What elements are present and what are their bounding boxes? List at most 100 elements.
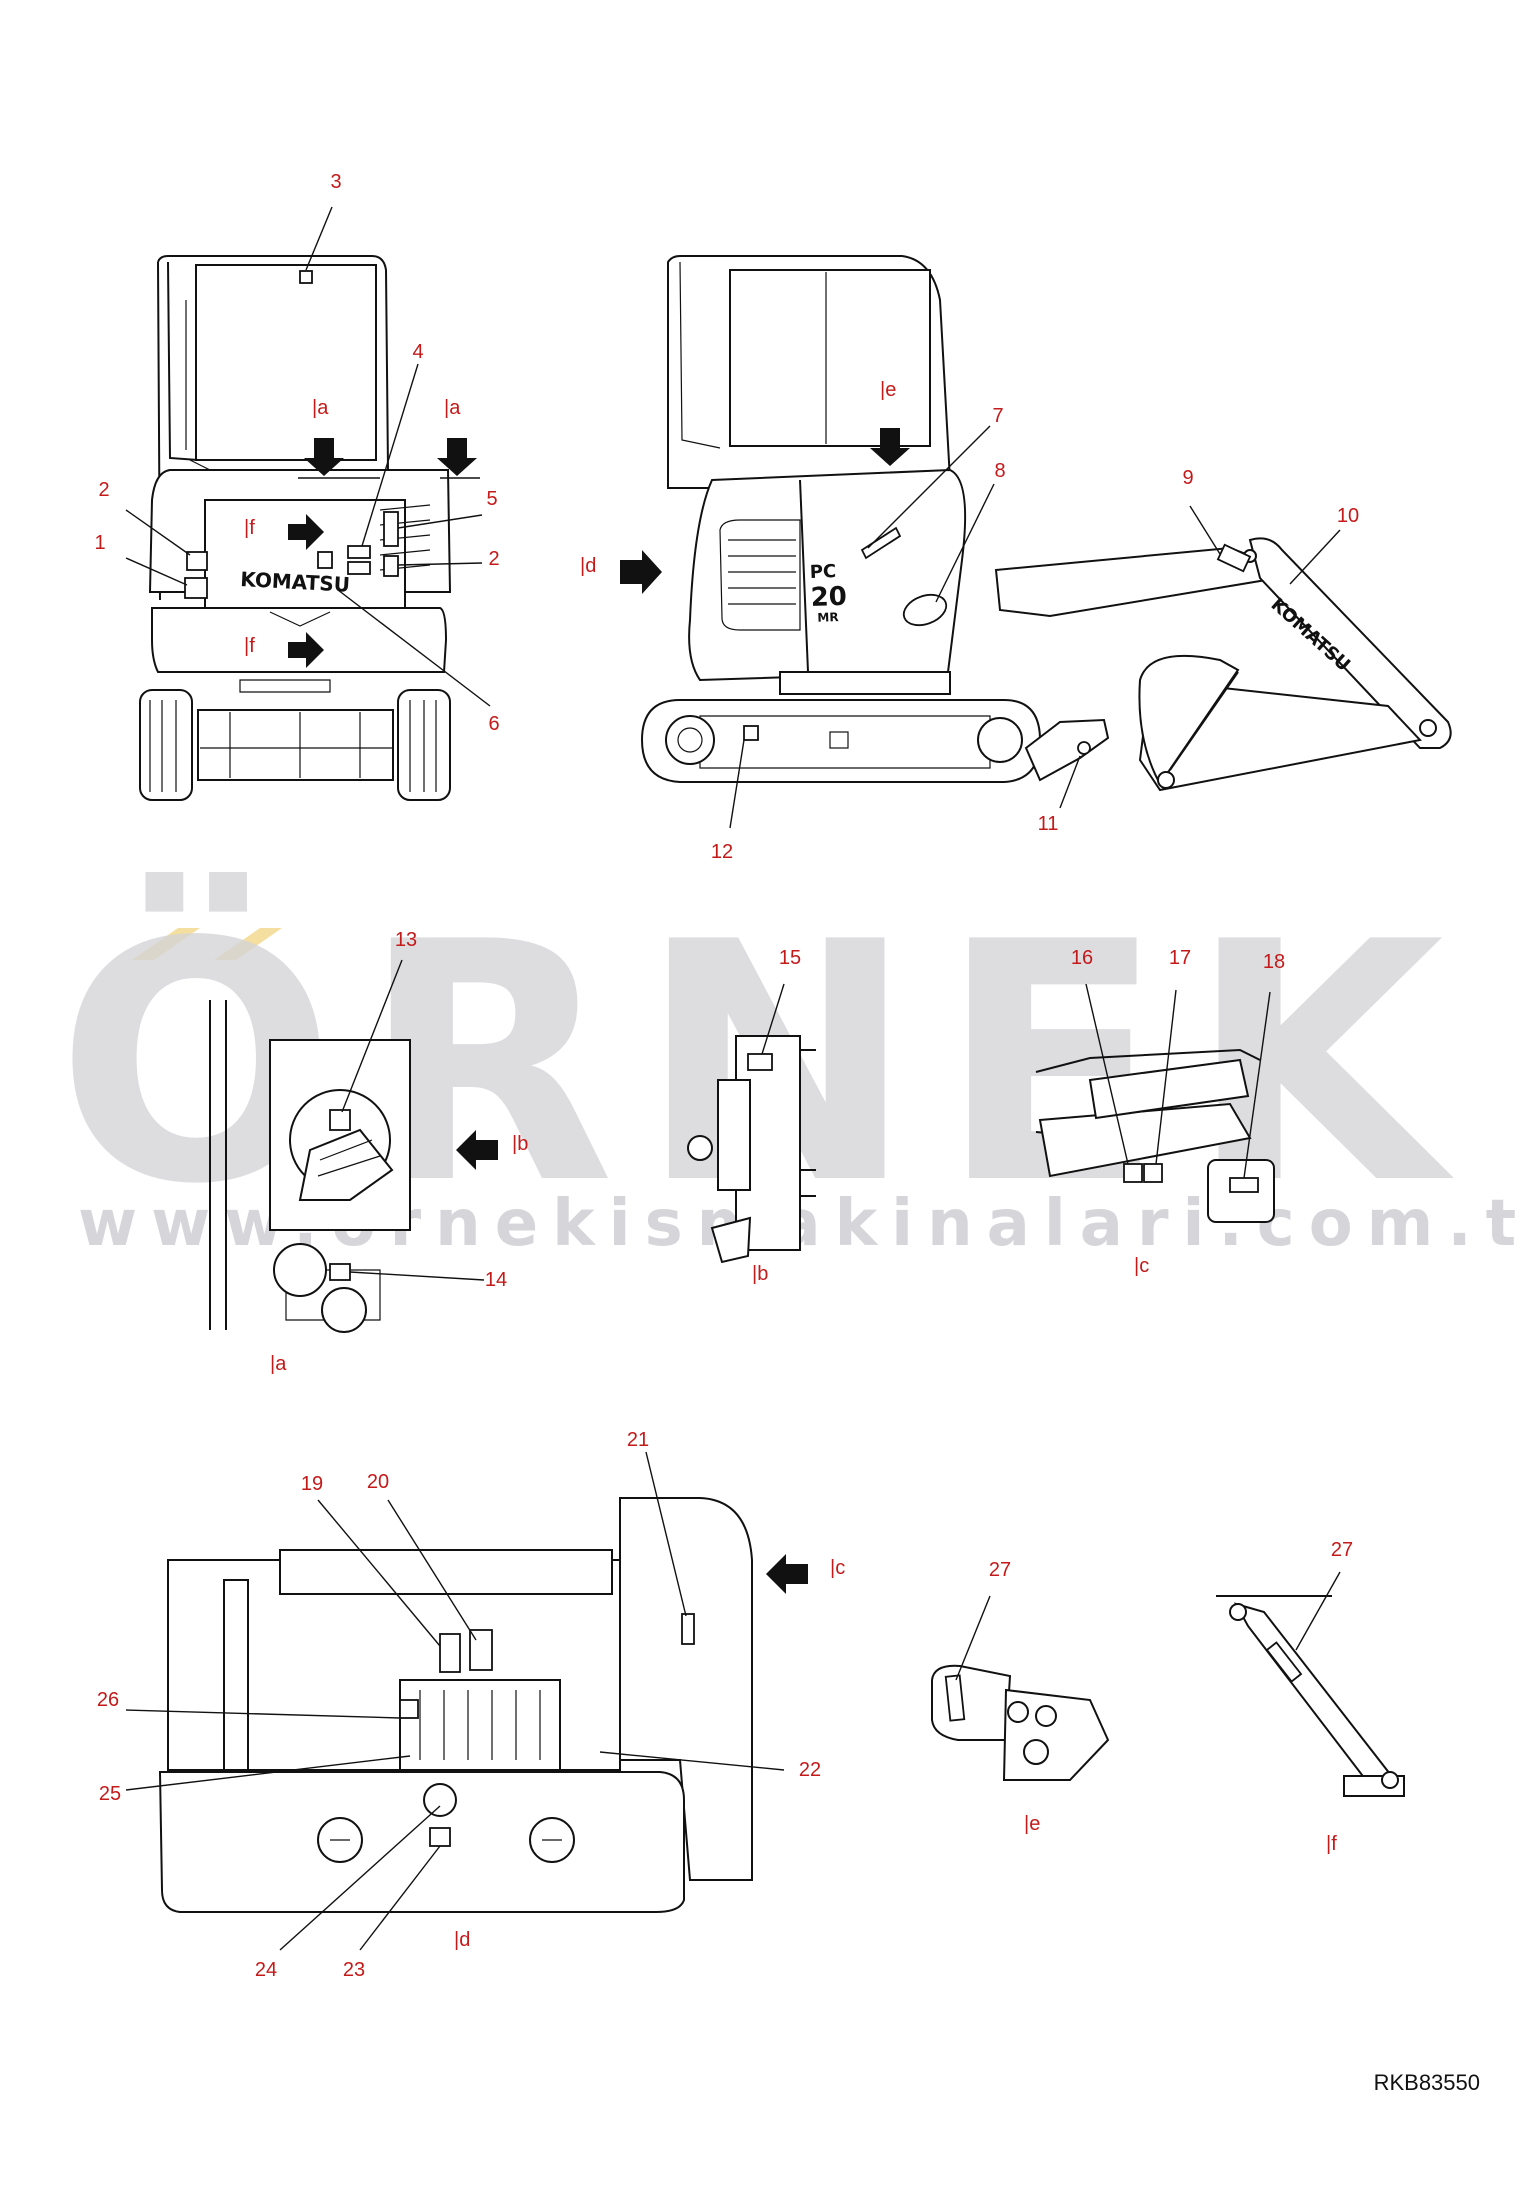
model-suffix-text: MR bbox=[817, 610, 839, 625]
decal-18 bbox=[1229, 1177, 1259, 1193]
callout-19: 19 bbox=[301, 1473, 323, 1495]
arrow-left-icon bbox=[456, 1130, 498, 1170]
callout-3: 3 bbox=[330, 171, 341, 193]
side-sprocket bbox=[665, 715, 715, 765]
view-ref-b: |b bbox=[752, 1263, 768, 1285]
rear-undercarriage bbox=[197, 709, 394, 781]
side-idler bbox=[977, 717, 1023, 763]
drawing-code: RKB83550 bbox=[1374, 2070, 1480, 2095]
watermark-accent-right bbox=[214, 928, 282, 960]
side-view: PC 20 MR KOMATSU bbox=[580, 255, 1452, 863]
watermark-accent-left bbox=[132, 928, 200, 960]
detail-b-view: 15 |b bbox=[687, 947, 816, 1285]
decal-13 bbox=[329, 1109, 351, 1131]
callout-2: 2 bbox=[98, 479, 109, 501]
detail-e-reservoir bbox=[931, 1664, 1012, 1741]
view-ref-a: |a bbox=[444, 397, 461, 419]
view-ref-a: |a bbox=[312, 397, 329, 419]
detail-e-view: 27 |e bbox=[931, 1559, 1110, 1835]
callout-5: 5 bbox=[486, 488, 497, 510]
callout-9: 9 bbox=[1182, 467, 1193, 489]
detail-d-radiator-top bbox=[279, 1549, 613, 1595]
detail-d-valve bbox=[423, 1783, 457, 1817]
decal-14 bbox=[329, 1263, 351, 1281]
detail-d-counterweight bbox=[158, 1771, 685, 1913]
arrow-right-icon bbox=[288, 514, 324, 550]
decal-17 bbox=[1143, 1163, 1163, 1183]
detail-c-view: 16 17 18 |c bbox=[1035, 947, 1285, 1277]
rear-panel bbox=[204, 499, 406, 613]
decal-16 bbox=[1123, 1163, 1143, 1183]
decal-19 bbox=[439, 1633, 461, 1673]
callout-7: 7 bbox=[992, 405, 1003, 427]
model-number-text: 20 bbox=[810, 582, 847, 613]
arrow-left-icon bbox=[766, 1554, 808, 1594]
detail-a-filter bbox=[298, 1128, 394, 1201]
rear-window bbox=[195, 264, 377, 461]
view-ref-d: |d bbox=[454, 1929, 470, 1951]
rear-brand-text: KOMATSU bbox=[240, 567, 351, 597]
callout-26: 26 bbox=[97, 1689, 119, 1711]
side-arm bbox=[1248, 537, 1452, 749]
callout-12: 12 bbox=[711, 841, 733, 863]
decal-2-right bbox=[383, 555, 399, 577]
side-track bbox=[640, 699, 1042, 783]
view-ref-d: |d bbox=[580, 555, 596, 577]
detail-c-cylinder bbox=[1088, 1058, 1250, 1120]
detail-d-pump bbox=[399, 1679, 561, 1771]
rear-track-left bbox=[139, 689, 193, 801]
decal-21 bbox=[681, 1613, 695, 1645]
decal-26 bbox=[399, 1699, 419, 1719]
decal-23 bbox=[429, 1827, 451, 1847]
side-louver bbox=[719, 519, 801, 631]
detail-a-view: 13 14 |b |a bbox=[209, 929, 528, 1375]
callout-14: 14 bbox=[485, 1269, 507, 1291]
detail-d-side-cover bbox=[619, 1497, 753, 1881]
callout-1: 1 bbox=[94, 532, 105, 554]
decal-12 bbox=[743, 725, 759, 741]
decal-15 bbox=[747, 1053, 773, 1071]
callout-27: 27 bbox=[989, 1559, 1011, 1581]
arrow-down-icon bbox=[870, 428, 910, 466]
side-cab-window bbox=[729, 269, 931, 447]
callout-6: 6 bbox=[488, 713, 499, 735]
callout-10: 10 bbox=[1337, 505, 1359, 527]
side-turntable bbox=[779, 671, 951, 695]
view-ref-e: |e bbox=[1024, 1813, 1040, 1835]
view-ref-e: |e bbox=[880, 379, 896, 401]
rear-view: KOMATSU 3 2 1 4 5 2 6 |a |a bbox=[94, 171, 500, 801]
callout-4: 4 bbox=[412, 341, 423, 363]
decal-4-bottom bbox=[347, 561, 371, 575]
detail-f-cylinder bbox=[1233, 1602, 1392, 1790]
decal-9 bbox=[1216, 543, 1252, 573]
callout-2: 2 bbox=[488, 548, 499, 570]
callout-18: 18 bbox=[1263, 951, 1285, 973]
detail-f-view: 27 |f bbox=[1216, 1539, 1405, 1855]
rear-counterweight bbox=[151, 607, 448, 673]
side-blade bbox=[1024, 718, 1110, 782]
callout-15: 15 bbox=[779, 947, 801, 969]
decal-11 bbox=[1077, 741, 1091, 755]
decal-1 bbox=[184, 577, 208, 599]
model-badge-text: PC bbox=[809, 561, 836, 583]
view-ref-c: |c bbox=[830, 1557, 845, 1579]
decal-6-tag bbox=[317, 551, 333, 569]
view-ref-f: |f bbox=[244, 635, 255, 657]
arrow-right-icon bbox=[288, 632, 324, 668]
callout-24: 24 bbox=[255, 1959, 277, 1981]
view-ref-f: |f bbox=[1326, 1833, 1337, 1855]
callout-21: 21 bbox=[627, 1429, 649, 1451]
arrow-down-icon bbox=[304, 438, 344, 476]
callout-11: 11 bbox=[1038, 813, 1059, 835]
callout-17: 17 bbox=[1169, 947, 1191, 969]
decal-7 bbox=[860, 526, 902, 560]
callout-22: 22 bbox=[799, 1759, 821, 1781]
view-ref-c: |c bbox=[1134, 1255, 1149, 1277]
decal-4-top bbox=[347, 545, 371, 559]
decal-3 bbox=[299, 270, 313, 284]
arrow-right-icon bbox=[620, 550, 662, 594]
view-ref-a: |a bbox=[270, 1353, 287, 1375]
callout-23: 23 bbox=[343, 1959, 365, 1981]
callout-16: 16 bbox=[1071, 947, 1093, 969]
